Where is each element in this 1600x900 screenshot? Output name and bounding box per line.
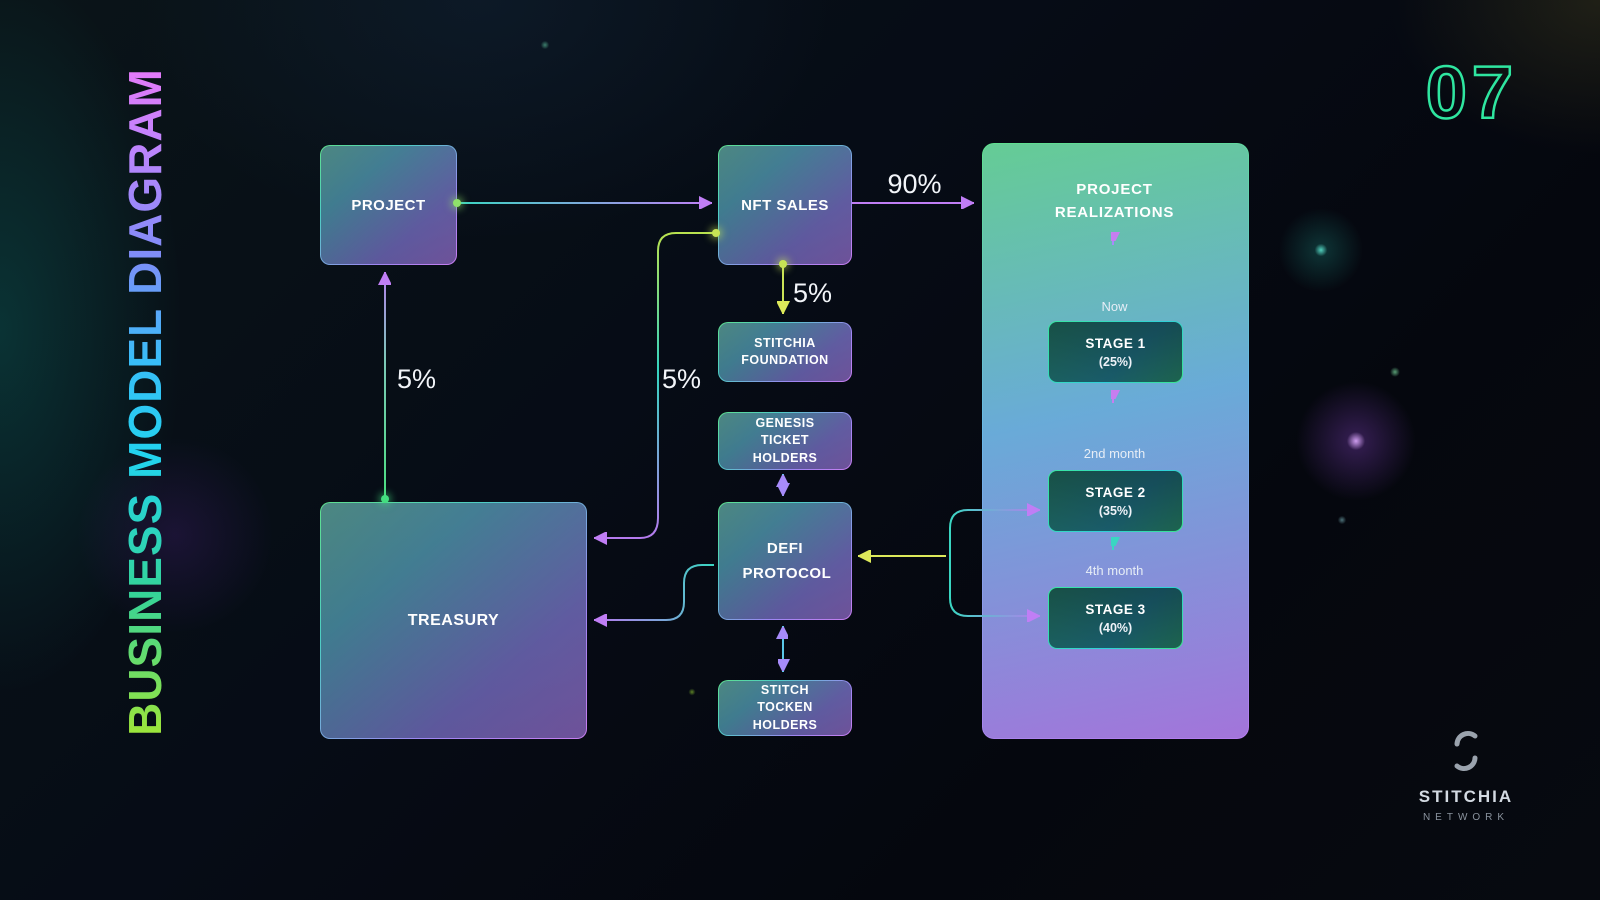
- stage3-percent: (40%): [1098, 620, 1133, 635]
- node-project-label: PROJECT: [351, 196, 426, 214]
- brand-block: STITCHIA NETWORK: [1392, 728, 1540, 823]
- stage1-time: Now: [1101, 299, 1128, 314]
- node-project: PROJECT: [320, 145, 457, 265]
- node-nft-sales: NFT SALES: [718, 145, 852, 265]
- stage2-time: 2nd month: [1083, 446, 1146, 461]
- stage1-label: STAGE 1: [1085, 335, 1146, 351]
- stage2-percent: (35%): [1098, 503, 1133, 518]
- stitchia-logo-icon: [1454, 730, 1478, 772]
- stage2-label: STAGE 2: [1085, 484, 1146, 500]
- node-defi-protocol: DEFI PROTOCOL: [718, 502, 852, 620]
- node-defi-protocol-label: DEFI PROTOCOL: [742, 539, 832, 583]
- stage2-box: STAGE 2 (35%): [1048, 470, 1183, 532]
- stage3-label: STAGE 3: [1085, 601, 1146, 617]
- stage3-box: STAGE 3 (40%): [1048, 587, 1183, 649]
- node-genesis-ticket-holders: GENESIS TICKET HOLDERS: [718, 412, 852, 470]
- edge-defi-to-stages-bracket: [949, 510, 1040, 616]
- stage1-percent: (25%): [1098, 354, 1133, 369]
- connector-dot-project-right: [453, 199, 461, 207]
- node-stitch-token-holders-label: STITCH TOCKEN HOLDERS: [752, 682, 818, 732]
- edge-defi-to-treasury: [594, 564, 714, 620]
- node-stitchia-foundation: STITCHIA FOUNDATION: [718, 322, 852, 382]
- page-number: 07: [1424, 50, 1518, 136]
- node-treasury-label: TREASURY: [407, 611, 500, 629]
- brand-name: STITCHIA: [1418, 787, 1514, 806]
- node-nft-sales-label: NFT SALES: [741, 196, 829, 214]
- edge-label-nft-to-treasury: 5%: [662, 364, 702, 394]
- node-stitch-token-holders: STITCH TOCKEN HOLDERS: [718, 680, 852, 736]
- edge-label-nft-to-foundation: 5%: [793, 278, 833, 308]
- brand-tagline: NETWORK: [1422, 812, 1510, 823]
- connector-dot-nft-bottom: [779, 260, 787, 268]
- edge-label-treasury-to-project: 5%: [397, 364, 437, 394]
- stage1-box: STAGE 1 (25%): [1048, 321, 1183, 383]
- stage3-time: 4th month: [1085, 563, 1144, 578]
- realizations-title-text: PROJECT REALIZATIONS: [1054, 181, 1175, 222]
- edge-label-nft-to-realizations: 90%: [887, 169, 942, 199]
- connector-dot-nft-left: [712, 229, 720, 237]
- node-treasury: TREASURY: [320, 502, 587, 739]
- connector-dot-treasury-top: [381, 495, 389, 503]
- node-genesis-ticket-holders-label: GENESIS TICKET HOLDERS: [752, 415, 818, 465]
- node-stitchia-foundation-label: STITCHIA FOUNDATION: [741, 335, 829, 368]
- realizations-title: PROJECT REALIZATIONS: [982, 178, 1247, 225]
- edge-nft-to-treasury: [594, 232, 714, 538]
